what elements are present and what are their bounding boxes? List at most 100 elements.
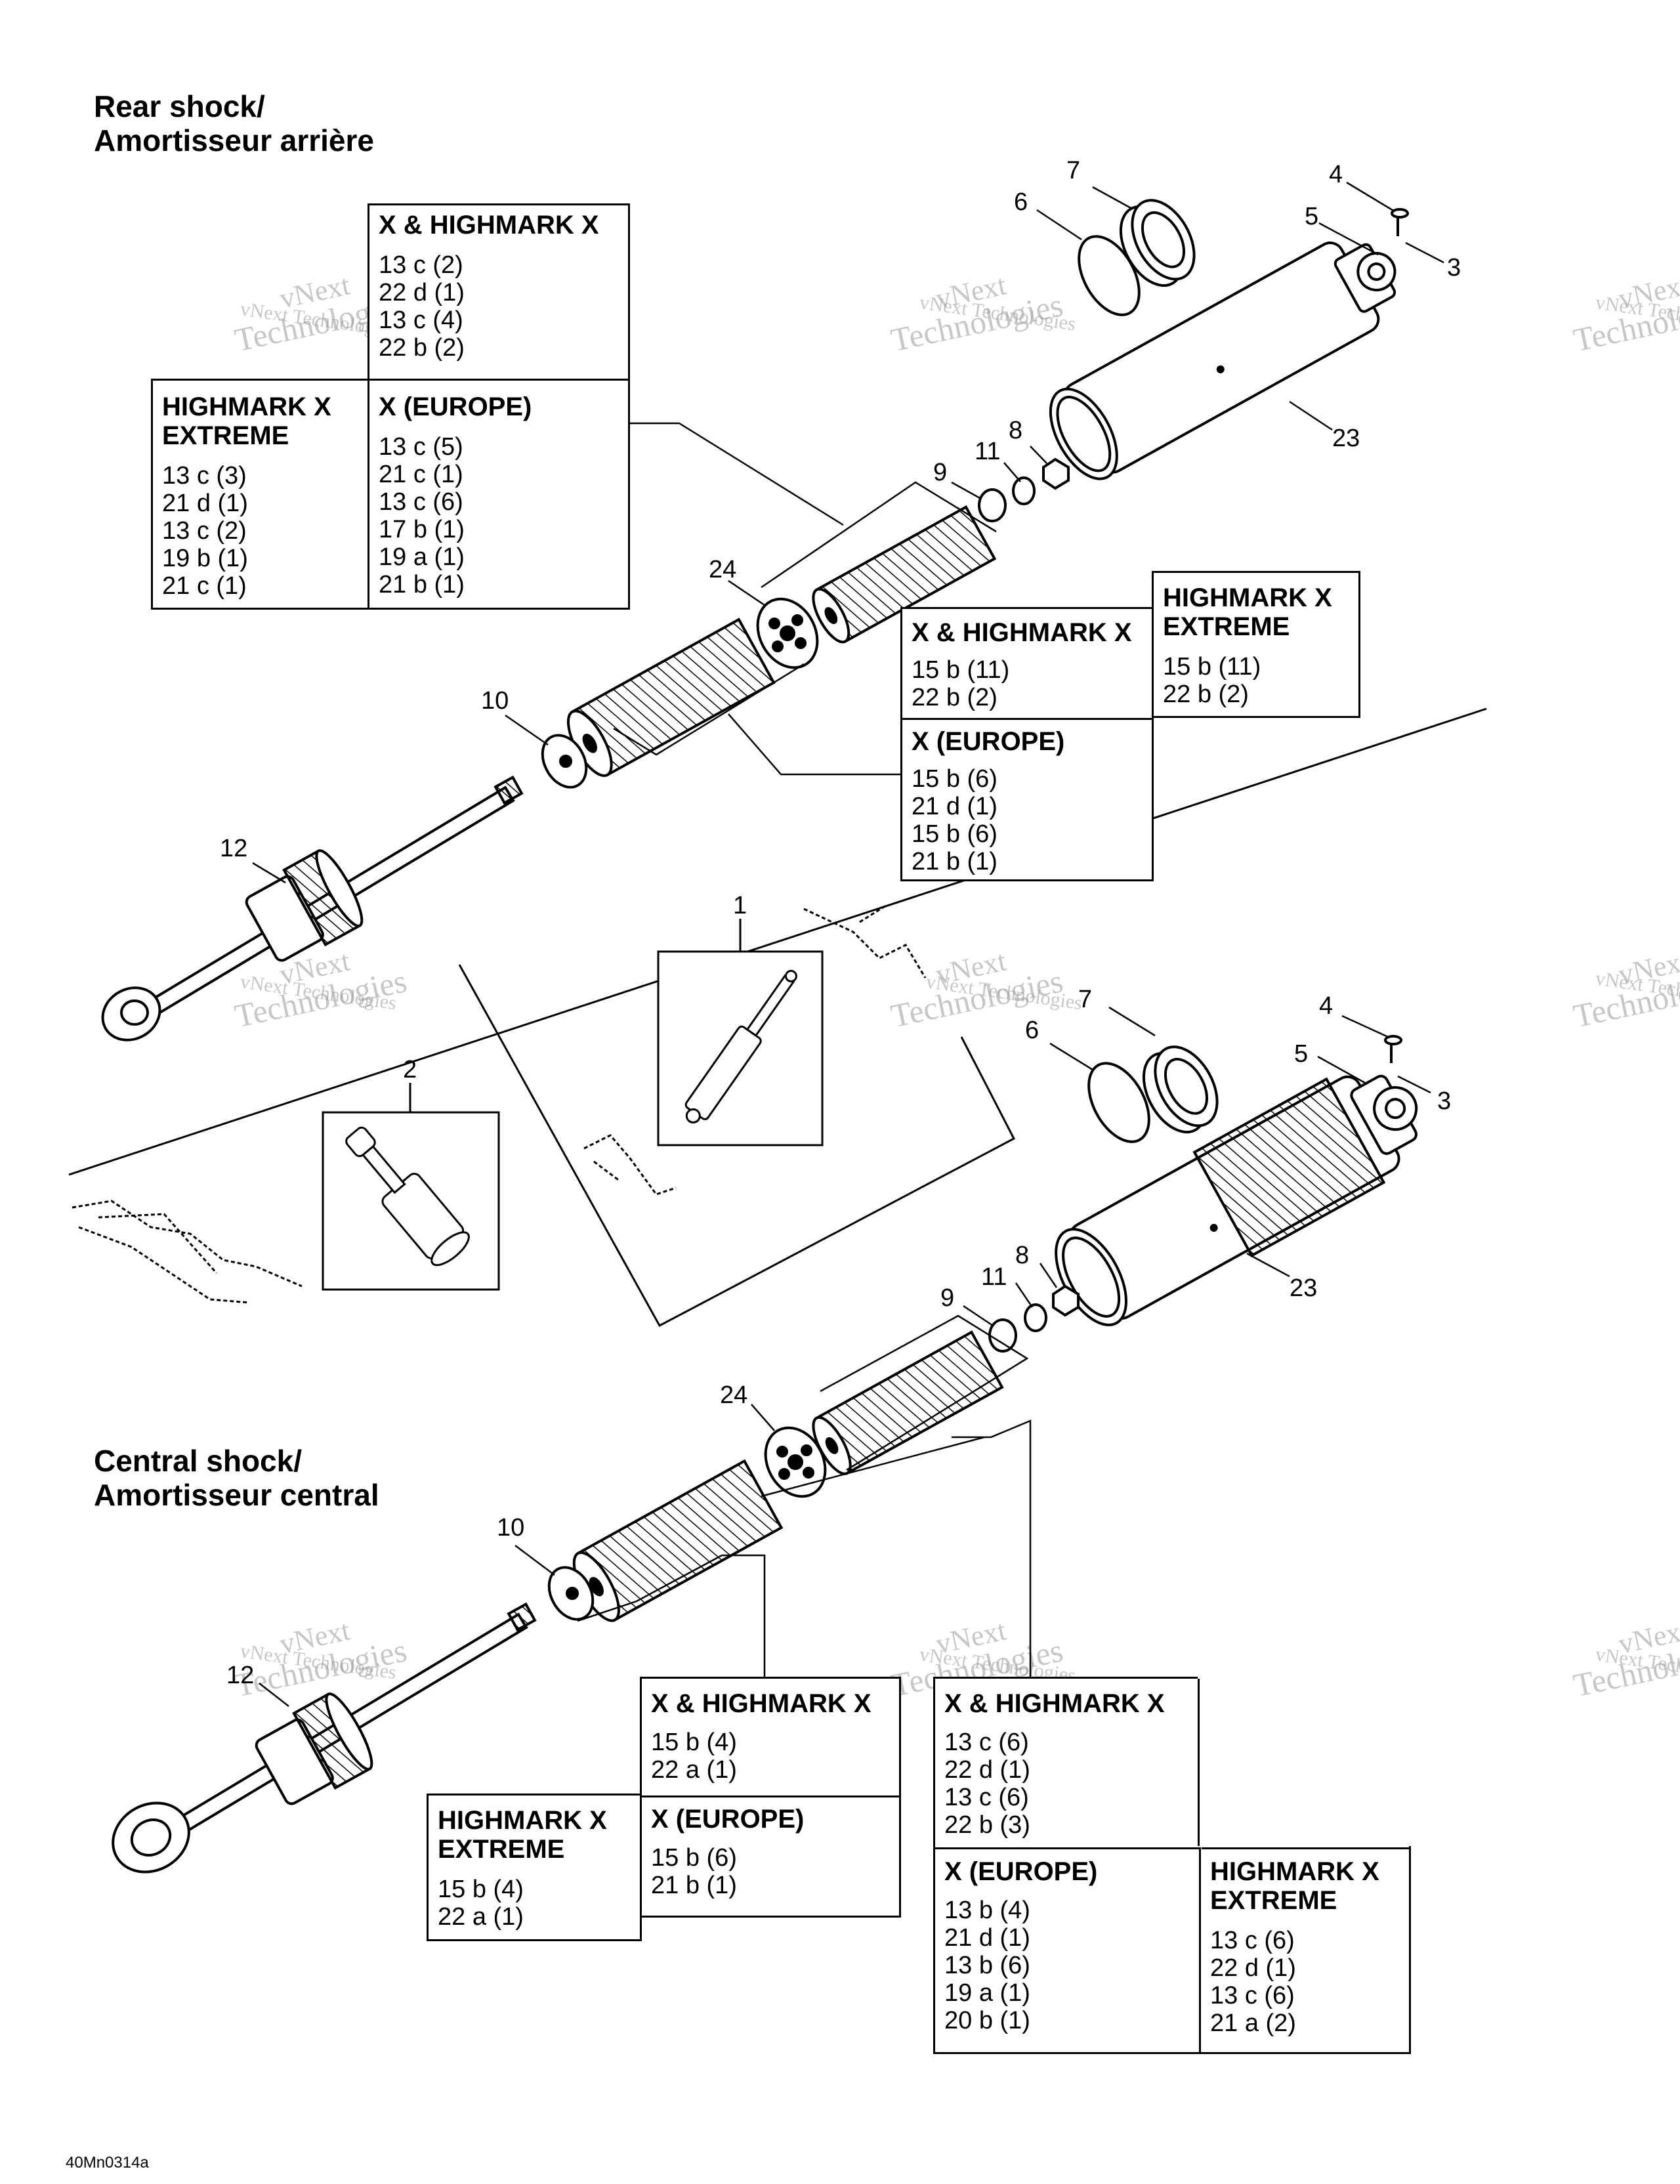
central-shock-body [1055, 1074, 1418, 1326]
table-header: X & HIGHMARK X [651, 1689, 872, 1718]
suspension-sketch [72, 904, 927, 1304]
table-header-line: EXTREME [438, 1835, 565, 1864]
part-qty: 22 b (2) [1163, 681, 1249, 708]
callout-number: 9 [933, 459, 947, 486]
part-qty: 15 b (11) [1163, 653, 1261, 681]
part-qty: 20 b (1) [944, 2007, 1030, 2034]
table-header: X (EUROPE) [944, 1857, 1098, 1886]
heading-line: Central shock/ [94, 1444, 302, 1478]
rear-shock-heading: Rear shock/ Amortisseur arrière [94, 89, 374, 158]
part-qty: 21 d (1) [162, 490, 248, 517]
rear-right-table-highmark-extreme: HIGHMARK X EXTREME 15 b (11) 22 b (2) [1152, 571, 1360, 718]
central-callout-numbers: 4 7 6 5 3 23 8 11 9 24 10 12 [226, 986, 1451, 1689]
part-qty: 21 c (1) [162, 572, 247, 600]
part-qty: 22 b (2) [912, 684, 998, 711]
rear-bracket-lines [613, 422, 997, 776]
callout-number: 6 [1025, 1017, 1039, 1044]
part-qty: 13 c (3) [162, 462, 247, 490]
part-qty: 13 c (6) [944, 1729, 1029, 1756]
part-qty: 13 c (4) [379, 306, 463, 334]
section-divider-line [68, 707, 1487, 1176]
part-qty: 21 d (1) [912, 793, 998, 820]
central-shaft [112, 1602, 537, 1874]
center-parts [72, 904, 1016, 1328]
central-bleed-screw [1384, 1035, 1402, 1063]
table-header: HIGHMARK X EXTREME [1210, 1857, 1402, 1915]
table-header-line: HIGHMARK X [1210, 1857, 1379, 1886]
rear-shock-cap [1119, 199, 1196, 287]
table-header: X (EUROPE) [379, 392, 532, 421]
callout-number: 23 [1290, 1274, 1317, 1302]
part-qty: 13 c (5) [379, 433, 463, 461]
rear-o-ring [1078, 235, 1141, 316]
part-qty: 15 b (4) [651, 1729, 737, 1756]
part-qty: 13 c (2) [379, 251, 463, 279]
part-qty: 13 b (6) [944, 1952, 1030, 1979]
callout-number: 12 [226, 1662, 254, 1689]
part-qty: 22 b (2) [379, 334, 465, 362]
rear-top-table-lower: HIGHMARK X EXTREME 13 c (3) 21 d (1) 13 … [151, 379, 630, 610]
callout-number: 8 [1015, 1242, 1029, 1269]
central-left-table-main: X & HIGHMARK X 15 b (4) 22 a (1) X (EURO… [640, 1677, 901, 1918]
central-washer-10 [547, 1566, 595, 1621]
callout-number: 7 [1078, 986, 1092, 1013]
part-1-frame-link [458, 964, 1016, 1328]
central-bracket-lines [577, 1314, 1032, 1677]
callout-number: 6 [1014, 188, 1028, 216]
callout-number: 9 [940, 1284, 954, 1312]
callout-number: 8 [1009, 417, 1022, 444]
table-header: X (EUROPE) [651, 1805, 805, 1834]
table-header: X & HIGHMARK X [912, 618, 1132, 647]
rear-top-table-x-highmark: X & HIGHMARK X 13 c (2) 22 d (1) 13 c (4… [368, 203, 630, 381]
heading-line: Amortisseur arrière [94, 123, 374, 158]
central-piston [764, 1426, 827, 1498]
central-washer-9 [988, 1318, 1017, 1353]
callout-number: 23 [1332, 425, 1360, 452]
callout-number: 24 [720, 1381, 747, 1409]
part-qty: 13 c (6) [1210, 1927, 1295, 1954]
rear-shock-body [1049, 242, 1396, 480]
part-qty: 13 b (4) [944, 1897, 1030, 1924]
rear-callout-numbers: 7 6 4 5 3 23 8 11 9 24 10 12 [220, 157, 1461, 862]
part-qty: 21 b (1) [651, 1872, 737, 1899]
callout-number: 3 [1447, 254, 1461, 282]
table-header: HIGHMARK X EXTREME [162, 392, 358, 450]
central-callouts [259, 1006, 1431, 1707]
callout-number: 11 [981, 1263, 1007, 1291]
rear-piston [756, 597, 819, 669]
rear-bleed-screw [1391, 208, 1409, 236]
part-qty: 15 b (6) [651, 1844, 737, 1872]
heading-line: Rear shock/ [94, 89, 265, 123]
part-qty: 19 a (1) [379, 543, 465, 571]
table-header: HIGHMARK X EXTREME [1163, 583, 1332, 641]
part-qty: 15 b (4) [438, 1876, 524, 1903]
figure-code: 40Mn0314a [66, 2154, 149, 2172]
part-qty: 17 b (1) [379, 516, 465, 543]
table-gap-mask [1198, 1677, 1411, 1679]
callout-number: 10 [497, 1514, 524, 1542]
rear-nut [1042, 457, 1070, 490]
part-qty: 22 d (1) [1210, 1954, 1296, 1982]
callout-number: 10 [481, 687, 509, 715]
central-nut [1052, 1284, 1080, 1317]
table-header-line: EXTREME [162, 421, 289, 450]
part-qty: 22 b (3) [944, 1811, 1030, 1839]
part-qty: 19 b (1) [162, 545, 248, 572]
heading-line: Amortisseur central [94, 1478, 379, 1512]
part-qty: 21 d (1) [944, 1924, 1030, 1952]
rear-callouts [252, 181, 1444, 884]
central-upper-spring-stack [812, 1330, 1004, 1475]
part-qty: 15 b (6) [912, 820, 998, 848]
callout-number: 24 [709, 556, 736, 583]
part-qty: 22 a (1) [651, 1756, 737, 1784]
central-o-ring [1087, 1062, 1150, 1143]
central-shock-heading: Central shock/ Amortisseur central [94, 1444, 379, 1512]
callout-number: 4 [1319, 992, 1333, 1020]
callout-number: 7 [1066, 157, 1080, 184]
table-header-line: HIGHMARK X [162, 392, 331, 421]
table-header-line: HIGHMARK X [1163, 583, 1332, 612]
callout-number: 4 [1329, 161, 1343, 188]
rear-washer-10 [541, 734, 588, 789]
part-qty: 21 a (2) [1210, 2009, 1296, 2037]
